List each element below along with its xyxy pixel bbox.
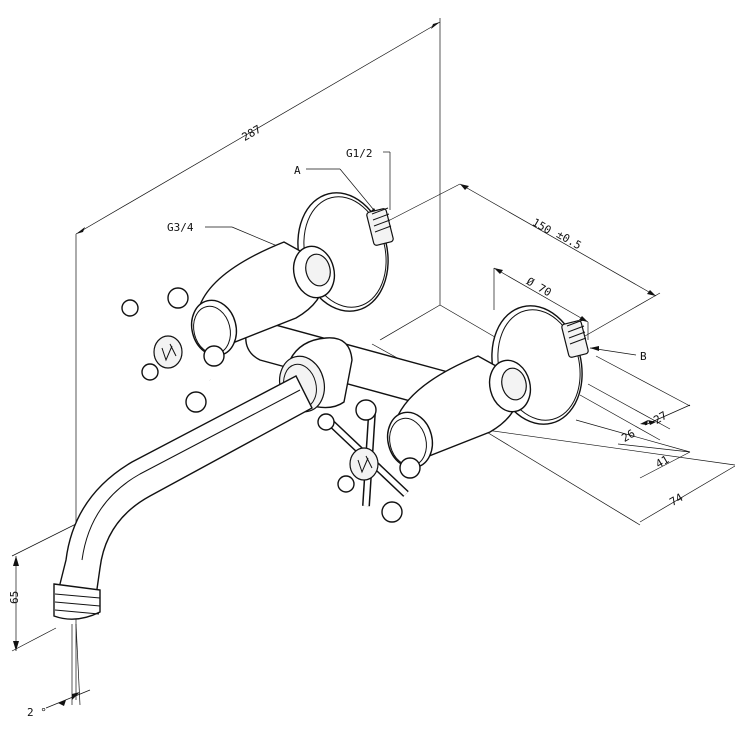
cross-handle-right (317, 399, 421, 523)
dim-150-tolerance: ±0.5 (554, 228, 583, 253)
faucet-assembly (53, 192, 589, 620)
dim-74: 74 (667, 491, 685, 509)
dim-angle: 2 ° (27, 706, 47, 719)
dim-26: 26 (619, 427, 637, 445)
dim-27: 27 (651, 409, 669, 427)
spout (57, 375, 313, 597)
label-a: A (294, 164, 301, 177)
dimension-lines (11, 18, 735, 709)
dim-287: 287 (240, 123, 264, 144)
dim-65: 65 (8, 591, 21, 604)
dim-150: 150 (530, 216, 554, 237)
thread-nipple-left (366, 208, 394, 246)
label-g34: G3/4 (167, 221, 194, 234)
label-b: B (640, 350, 647, 363)
aerator (53, 583, 101, 620)
label-g12: G1/2 (346, 147, 373, 160)
dim-41: 41 (653, 453, 671, 471)
dim-diameter-70: Ø 70 (524, 275, 553, 300)
thread-nipple-right (561, 320, 589, 358)
cross-handle-left (121, 287, 225, 413)
